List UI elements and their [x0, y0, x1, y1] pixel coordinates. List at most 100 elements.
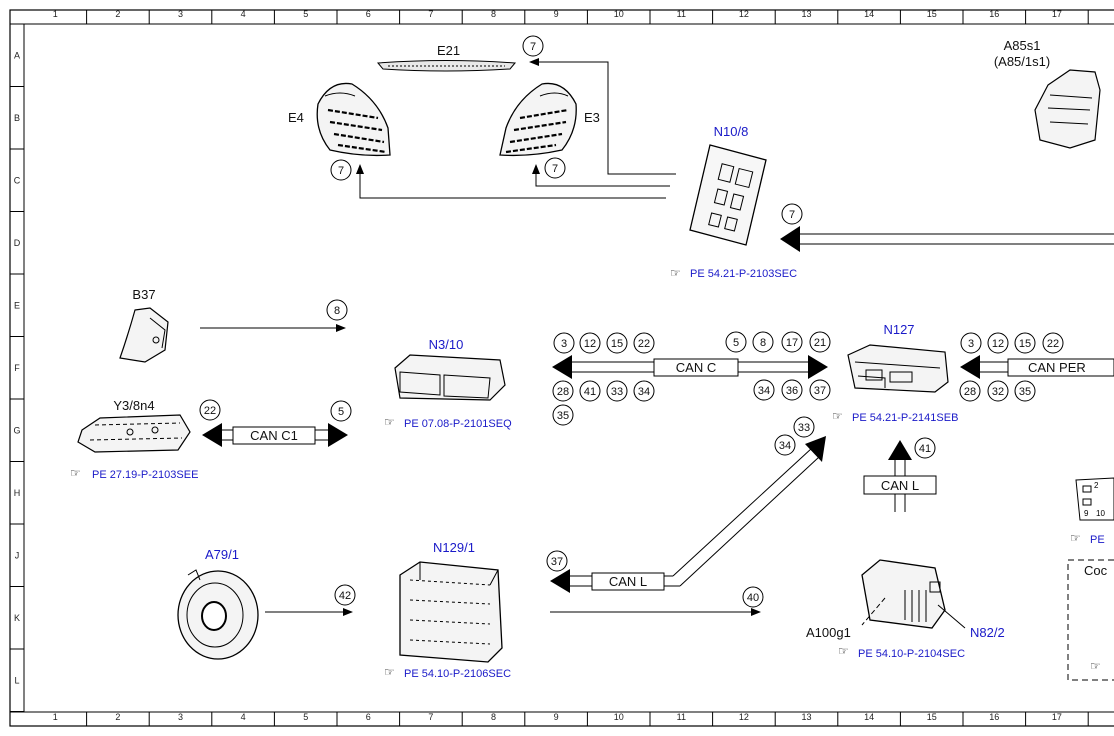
grid-column-label: 7: [428, 712, 433, 722]
svg-text:3: 3: [561, 338, 567, 350]
signal-e3: 7: [544, 157, 566, 179]
signal-number: 41: [579, 380, 601, 402]
e3-lamp: E3: [499, 82, 600, 157]
can-per-bus: CAN PER: [960, 355, 1114, 379]
n82-2-module: A100g1 N82/2 ☞ PE 54.10-P-2104SEC: [806, 559, 1005, 660]
can-l-horizontal-bus: CAN L 37: [546, 550, 680, 593]
grid-column-label: 16: [989, 9, 999, 19]
grid-column-label: 17: [1052, 712, 1062, 722]
a79-1-component: A79/1 42: [177, 547, 356, 660]
svg-text:CAN L: CAN L: [609, 574, 647, 589]
svg-text:N82/2: N82/2: [970, 625, 1005, 640]
grid-row-label: H: [14, 488, 21, 498]
signal-number: 3: [960, 332, 982, 354]
can-l-vertical-bus: CAN L 41: [863, 437, 937, 512]
signal-number: 28: [959, 380, 981, 402]
drawing-frame: [9, 9, 1114, 727]
svg-text:9: 9: [1084, 509, 1089, 518]
signal-number: 37: [809, 379, 831, 401]
svg-text:PE 54.10-P-2106SEC: PE 54.10-P-2106SEC: [404, 668, 511, 680]
grid-column-label: 13: [801, 9, 811, 19]
grid-column-label: 6: [366, 9, 371, 19]
svg-text:37: 37: [551, 556, 563, 568]
e4-label: E4: [288, 110, 304, 125]
grid-column-label: 8: [491, 9, 496, 19]
svg-text:41: 41: [584, 386, 596, 398]
n129-output-line: 40: [550, 586, 764, 616]
signal-e4: 7: [330, 159, 352, 181]
grid-column-label: 15: [927, 712, 937, 722]
grid-column-label: 10: [614, 9, 624, 19]
grid-column-label: 5: [303, 712, 308, 722]
svg-text:PE 27.19-P-2103SEE: PE 27.19-P-2103SEE: [92, 469, 198, 481]
grid-row-label: B: [14, 113, 20, 123]
n3-10-module: N3/10 ☞ PE 07.08-P-2101SEQ: [384, 337, 512, 430]
signal-number: 34: [753, 379, 775, 401]
svg-text:PE: PE: [1090, 534, 1105, 546]
reference-hand-icon: ☞: [832, 409, 843, 423]
grid-column-label: 16: [989, 712, 999, 722]
grid-column-label: 2: [115, 9, 120, 19]
signal-number: 28: [552, 380, 574, 402]
grid-column-label: 3: [178, 712, 183, 722]
lamp-control-lines: [356, 58, 676, 199]
grid-column-label: 8: [491, 712, 496, 722]
svg-text:17: 17: [786, 337, 798, 349]
n129-1-module: N129/1 ☞ PE 54.10-P-2106SEC: [384, 540, 511, 680]
svg-text:32: 32: [992, 386, 1004, 398]
grid-column-label: 12: [739, 712, 749, 722]
svg-text:5: 5: [733, 337, 739, 349]
grid-column-label: 15: [927, 9, 937, 19]
grid-row-label: A: [14, 50, 20, 60]
signal-number: 15: [1014, 332, 1036, 354]
svg-text:35: 35: [1019, 386, 1031, 398]
svg-text:28: 28: [964, 386, 976, 398]
grid-column-label: 12: [739, 9, 749, 19]
svg-text:2: 2: [1094, 481, 1099, 490]
grid-column-label: 14: [864, 712, 874, 722]
reference-hand-icon: ☞: [838, 644, 849, 658]
svg-text:34: 34: [779, 440, 791, 452]
signal-e21: 7: [522, 35, 544, 57]
reference-hand-icon: ☞: [384, 665, 395, 679]
grid-row-label: F: [14, 363, 20, 373]
svg-text:42: 42: [339, 590, 351, 602]
grid-row-label: L: [14, 675, 19, 685]
signal-number: 22: [1042, 332, 1064, 354]
svg-text:28: 28: [557, 386, 569, 398]
signal-number: 12: [987, 332, 1009, 354]
signal-number: 35: [552, 404, 574, 426]
signal-number: 21: [809, 331, 831, 353]
grid-column-label: 11: [677, 712, 686, 722]
svg-text:22: 22: [1047, 338, 1059, 350]
can-c-bus: CAN C: [552, 355, 828, 379]
signal-number: 32: [987, 380, 1009, 402]
signal-number: 33: [606, 380, 628, 402]
grid-row-label: E: [14, 300, 20, 310]
signal-number: 8: [752, 331, 774, 353]
grid-column-labels: 1122334455667788991010111112121313141415…: [53, 9, 1089, 726]
grid-column-label: 9: [554, 712, 559, 722]
e21-label: E21: [437, 43, 460, 58]
n10-8-input-bus: 7: [780, 203, 1114, 252]
grid-column-label: 4: [241, 712, 246, 722]
svg-text:34: 34: [638, 386, 650, 398]
svg-text:37: 37: [814, 385, 826, 397]
grid-row-label: G: [13, 425, 20, 435]
signal-number: 35: [1014, 380, 1036, 402]
svg-text:33: 33: [798, 422, 810, 434]
svg-text:7: 7: [789, 209, 795, 221]
svg-text:8: 8: [760, 337, 766, 349]
svg-text:PE 07.08-P-2101SEQ: PE 07.08-P-2101SEQ: [404, 418, 512, 430]
svg-text:Coc: Coc: [1084, 563, 1108, 578]
signal-number: 5: [725, 331, 747, 353]
grid-row-label: C: [14, 175, 21, 185]
grid-column-label: 5: [303, 9, 308, 19]
svg-text:PE 54.10-P-2104SEC: PE 54.10-P-2104SEC: [858, 648, 965, 660]
svg-text:34: 34: [758, 385, 770, 397]
b37-sensor: B37: [119, 287, 169, 363]
svg-text:N127: N127: [883, 322, 914, 337]
svg-text:N3/10: N3/10: [429, 337, 464, 352]
n10-8-label: N10/8: [714, 124, 749, 139]
